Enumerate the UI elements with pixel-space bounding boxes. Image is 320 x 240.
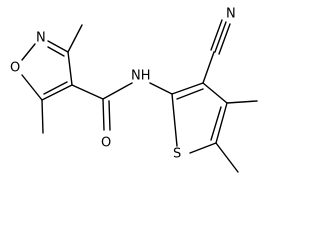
bond-n-c3 — [47, 40, 69, 53]
bond-c2-c3-double — [176, 88, 204, 100]
bond-c3-methyl — [67, 24, 83, 53]
atom-label-isoxazole-n: N — [36, 31, 46, 46]
bond-carbonyl-o — [102, 98, 105, 131]
atom-label-nitrile-n: N — [226, 7, 236, 22]
bond-c4-c5 — [41, 84, 73, 101]
molecule-structure: N O O NH S N — [10, 7, 258, 173]
bond-c5-methyl — [41, 99, 44, 134]
bond-carbonyl-o-double — [108, 100, 111, 131]
bond-c5-methyl — [215, 142, 239, 173]
bond-c4-c5-double — [210, 106, 222, 141]
bond-nitrile-triple-c — [218, 23, 231, 55]
bond-c2-c3 — [171, 82, 204, 95]
bond-c4-c5-double — [43, 81, 68, 95]
bond-nitrile-triple-a — [210, 19, 223, 51]
bond-carbonyl-n — [102, 82, 133, 100]
bond-c3-c4 — [202, 82, 228, 104]
bond-n-thiophene — [149, 82, 173, 95]
bond-c5-o — [21, 74, 43, 101]
bond-nitrile-triple-b — [214, 21, 227, 53]
bond-c4-methyl — [226, 100, 258, 104]
atom-label-carbonyl-o: O — [101, 136, 111, 151]
bond-c4-carbonyl — [71, 84, 104, 100]
bond-s-c2 — [171, 93, 178, 147]
atom-label-amide-nh: NH — [131, 69, 151, 84]
bond-c5-s — [189, 142, 217, 154]
bond-c4-c5 — [215, 102, 228, 144]
bond-n-c3-double — [47, 46, 65, 57]
atom-label-thiophene-s: S — [173, 147, 181, 162]
atom-label-isoxazole-o: O — [10, 61, 20, 76]
bond-c3-c4 — [67, 51, 73, 86]
bond-c3-nitrile-carbon — [202, 51, 215, 84]
bond-o-n — [21, 43, 36, 61]
